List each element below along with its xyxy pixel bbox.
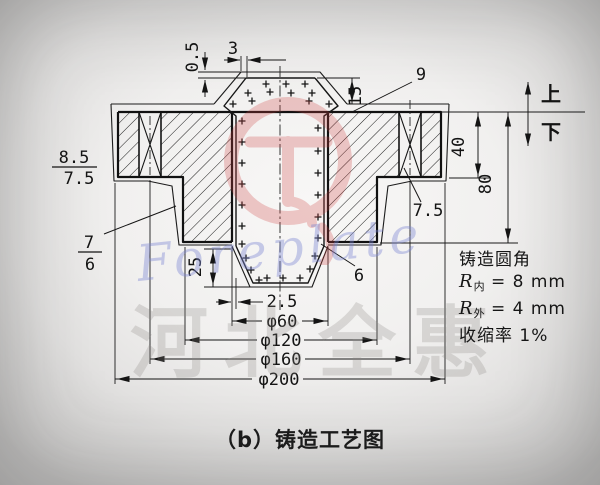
dimension-labels: 0.5 3 15 9 上 下 40 80 8.5 7.5 7 6 7.5 6 2…	[59, 39, 561, 390]
allowance-side-bottom: 7.5	[64, 169, 95, 189]
r-inner-value: = 8 mm	[490, 272, 566, 292]
figure-caption: （b）铸造工艺图	[0, 424, 600, 454]
caption-text: 铸造工艺图	[275, 428, 386, 452]
r-outer-symbol: R	[459, 298, 474, 319]
extension-lines	[114, 56, 585, 384]
casting-notes: 铸造圆角 R内 = 8 mm R外 = 4 mm 收缩率 1%	[459, 249, 591, 347]
core-outline	[223, 77, 339, 284]
allowance-step-top: 7	[84, 233, 94, 253]
note-r-outer: R外 = 4 mm	[459, 298, 591, 325]
dim-seat-offset: 3	[228, 39, 238, 59]
uncast-hole-right	[398, 111, 422, 178]
casting-outline	[110, 71, 450, 288]
dim-dia-hole: φ60	[267, 312, 298, 332]
dim-print-bottom-height: 25	[186, 257, 206, 277]
direction-up-label: 上	[541, 82, 561, 106]
dimension-lines	[115, 52, 532, 383]
r-outer-value: = 4 mm	[490, 299, 566, 319]
fraction-bars	[52, 166, 102, 253]
caption-index: （b）	[214, 428, 276, 452]
allowance-step-bottom: 6	[85, 255, 95, 275]
dim-hole-side-allowance: 2.5	[267, 292, 298, 312]
note-fillet-title: 铸造圆角	[459, 250, 531, 270]
dim-dia-step: φ160	[261, 350, 302, 370]
center-lines	[149, 66, 411, 310]
dim-core-gap: 0.5	[183, 42, 203, 73]
dim-top-allowance: 9	[416, 65, 426, 85]
note-shrinkage: 收缩率 1%	[459, 326, 549, 346]
allowance-side-top: 8.5	[59, 148, 90, 168]
r-inner-symbol: R	[459, 271, 474, 292]
r-outer-subscript: 外	[473, 307, 485, 320]
dim-flange-thickness: 40	[449, 137, 469, 157]
direction-down-label: 下	[541, 120, 561, 144]
part-section-hatch	[118, 112, 441, 242]
note-r-inner: R内 = 8 mm	[459, 271, 591, 298]
core-plus-marks	[229, 80, 333, 284]
dim-dia-hub: φ120	[261, 331, 302, 351]
uncast-hole-left	[138, 111, 162, 178]
allowance-hole-bottom: 7.5	[413, 201, 444, 221]
allowance-bottom: 6	[354, 266, 364, 286]
dim-total-height: 80	[476, 174, 496, 194]
leader-lines	[103, 81, 422, 267]
dim-print-top-height: 15	[346, 86, 366, 106]
r-inner-subscript: 内	[473, 280, 485, 293]
dim-dia-flange: φ200	[259, 370, 300, 390]
